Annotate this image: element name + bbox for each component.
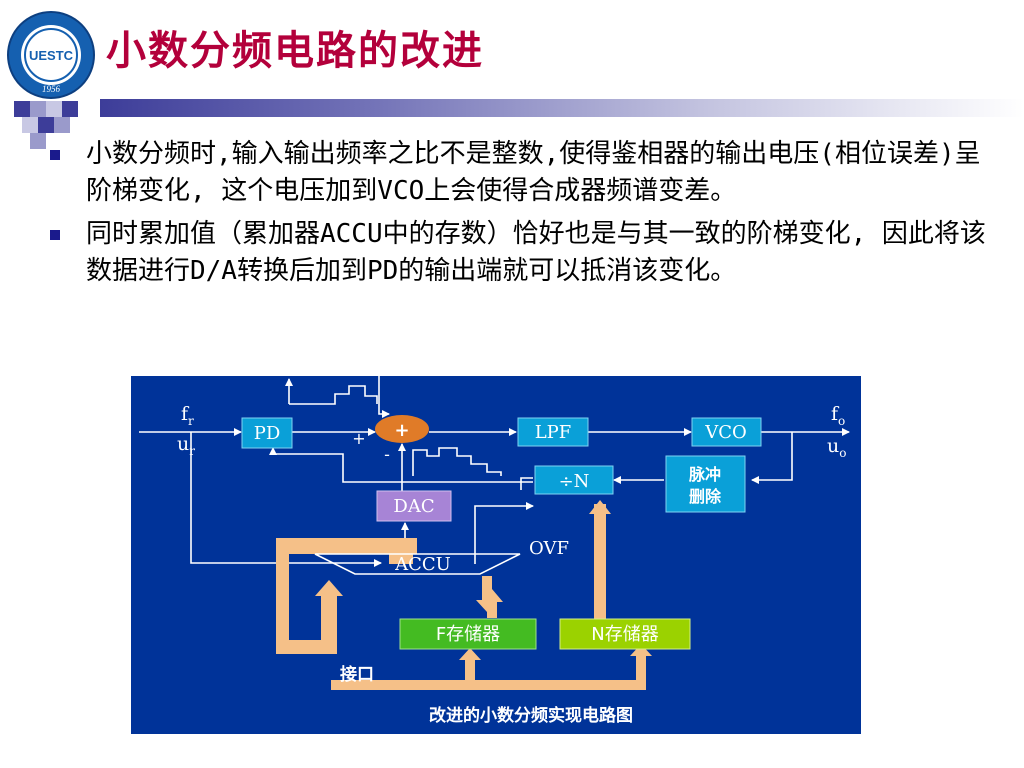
fr-label: fr: [181, 403, 194, 428]
decor-square: [46, 101, 62, 117]
bullet-text: 同时累加值（累加器ACCU中的存数）恰好也是与其一致的阶梯变化, 因此将该数据进…: [86, 219, 986, 286]
decor-square: [38, 117, 54, 133]
interface-label: 接口: [340, 664, 374, 685]
logo-text: UESTC: [29, 48, 74, 63]
decor-square: [62, 101, 78, 117]
summer-input-minus: -: [384, 445, 390, 464]
logo-year: 1956: [42, 84, 61, 94]
decor-square: [22, 117, 38, 133]
signal-wires: [139, 376, 850, 567]
vco-block: [691, 417, 762, 447]
pulse-removal-label-2: 删除: [689, 487, 722, 506]
diagram-caption: 改进的小数分频实现电路图: [429, 705, 633, 726]
decor-square: [30, 101, 46, 117]
decor-square: [14, 101, 30, 117]
pd-block: [241, 417, 293, 449]
circuit-diagram: PD + + - LPF VCO ÷N 脉冲 删除 DAC ACCU OVF F…: [131, 376, 861, 734]
f-memory-label: F存储器: [436, 624, 500, 645]
summer-input-plus: +: [352, 429, 365, 448]
summer-node: [375, 415, 429, 443]
pd-label: PD: [254, 423, 281, 444]
uo-label: uo: [827, 435, 846, 460]
accu-label: ACCU: [394, 554, 451, 575]
dac-label: DAC: [393, 496, 434, 517]
page-title: 小数分频电路的改进: [106, 27, 484, 74]
university-seal-icon: UESTC 1956: [7, 11, 95, 99]
bullet-square-icon: [50, 230, 60, 240]
divider-label: ÷N: [559, 471, 590, 492]
ur-label: ur: [177, 433, 195, 458]
decor-square: [54, 117, 70, 133]
pulse-removal-label-1: 脉冲: [688, 465, 721, 484]
bullet-square-icon: [50, 150, 60, 160]
bullet-item: 小数分频时,输入输出频率之比不是整数,使得鉴相器的输出电压(相位误差)呈阶梯变化…: [50, 136, 990, 210]
n-memory-label: N存储器: [591, 624, 658, 645]
bullet-item: 同时累加值（累加器ACCU中的存数）恰好也是与其一致的阶梯变化, 因此将该数据进…: [50, 216, 990, 290]
dac-block: [376, 490, 452, 522]
n-memory-block: [559, 618, 691, 650]
bus-arrows: [276, 500, 652, 690]
decor-square: [30, 133, 46, 149]
divider-block: [534, 465, 614, 495]
title-rule: [100, 99, 1024, 117]
summer-plus: +: [394, 420, 409, 441]
fo-label: fo: [831, 403, 845, 428]
accu-block: [314, 553, 521, 575]
lpf-block: [517, 417, 589, 447]
f-memory-block: [399, 618, 537, 650]
ovf-label: OVF: [529, 538, 569, 559]
vco-label: VCO: [704, 422, 747, 443]
bullet-text: 小数分频时,输入输出频率之比不是整数,使得鉴相器的输出电压(相位误差)呈阶梯变化…: [86, 139, 981, 206]
lpf-label: LPF: [535, 422, 572, 443]
pulse-removal-block: [665, 455, 746, 513]
bullet-list: 小数分频时,输入输出频率之比不是整数,使得鉴相器的输出电压(相位误差)呈阶梯变化…: [50, 136, 990, 296]
